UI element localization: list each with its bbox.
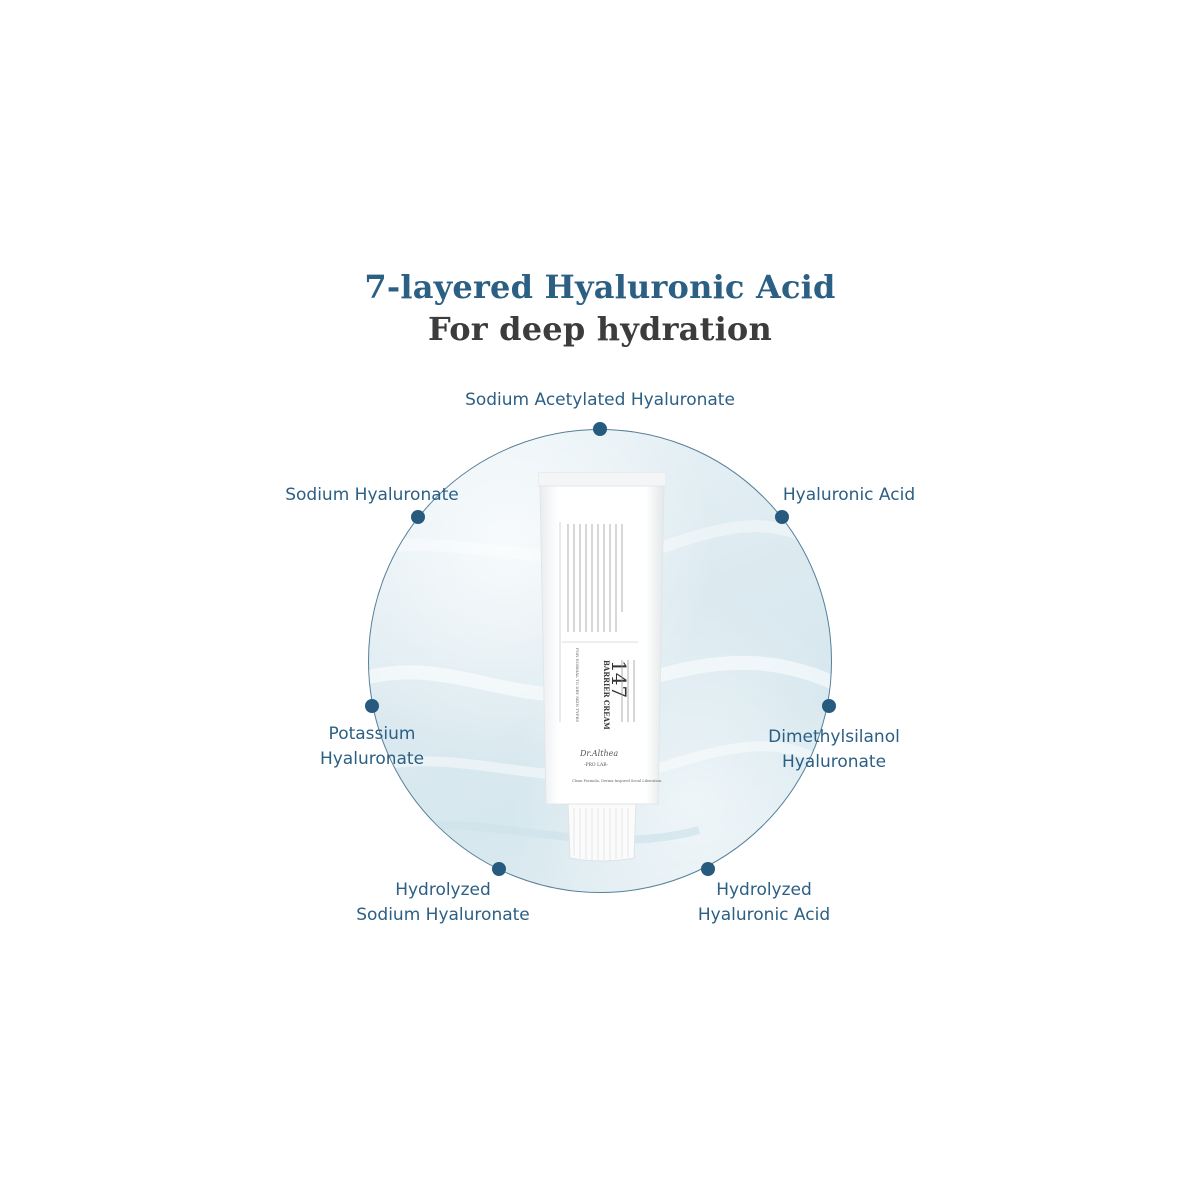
ingredient-label: Dimethylsilanol Hyaluronate — [768, 727, 900, 772]
product-tube: 147 BARRIER CREAM FOR NORMAL TO DRY SKIN… — [538, 472, 666, 862]
ingredient-dot — [822, 699, 836, 713]
ingredient-dot — [593, 422, 607, 436]
product-tagline: Clean Formula, Derma-Inspired Seoul Libe… — [572, 779, 662, 783]
heading-line-1: 7-layered Hyaluronic Acid — [364, 268, 836, 306]
ingredient-dot — [411, 510, 425, 524]
heading-line-2: For deep hydration — [428, 310, 772, 348]
ingredient-label: Sodium Acetylated Hyaluronate — [465, 390, 735, 410]
product-skin-types: FOR NORMAL TO DRY SKIN TYPES — [575, 648, 580, 722]
ingredient-label: Hydrolyzed Sodium Hyaluronate — [356, 880, 530, 925]
brand-line: -PRO LAB- — [584, 762, 609, 768]
ingredient-label: Hyaluronic Acid — [782, 485, 916, 505]
ingredient-dot — [775, 510, 789, 524]
ingredient-label: Sodium Hyaluronate — [285, 485, 459, 505]
ingredient-dot — [492, 862, 506, 876]
ingredient-dot — [701, 862, 715, 876]
ingredient-dot — [365, 699, 379, 713]
ingredient-label: Potassium Hyaluronate — [319, 724, 425, 769]
brand-name: Dr.Althea — [579, 749, 618, 758]
ingredient-label: Hydrolyzed Hyaluronic Acid — [697, 880, 831, 925]
product-number: 147 — [607, 660, 631, 698]
product-label-text: 147 BARRIER CREAM FOR NORMAL TO DRY SKIN… — [559, 522, 662, 783]
product-name: BARRIER CREAM — [602, 660, 611, 730]
